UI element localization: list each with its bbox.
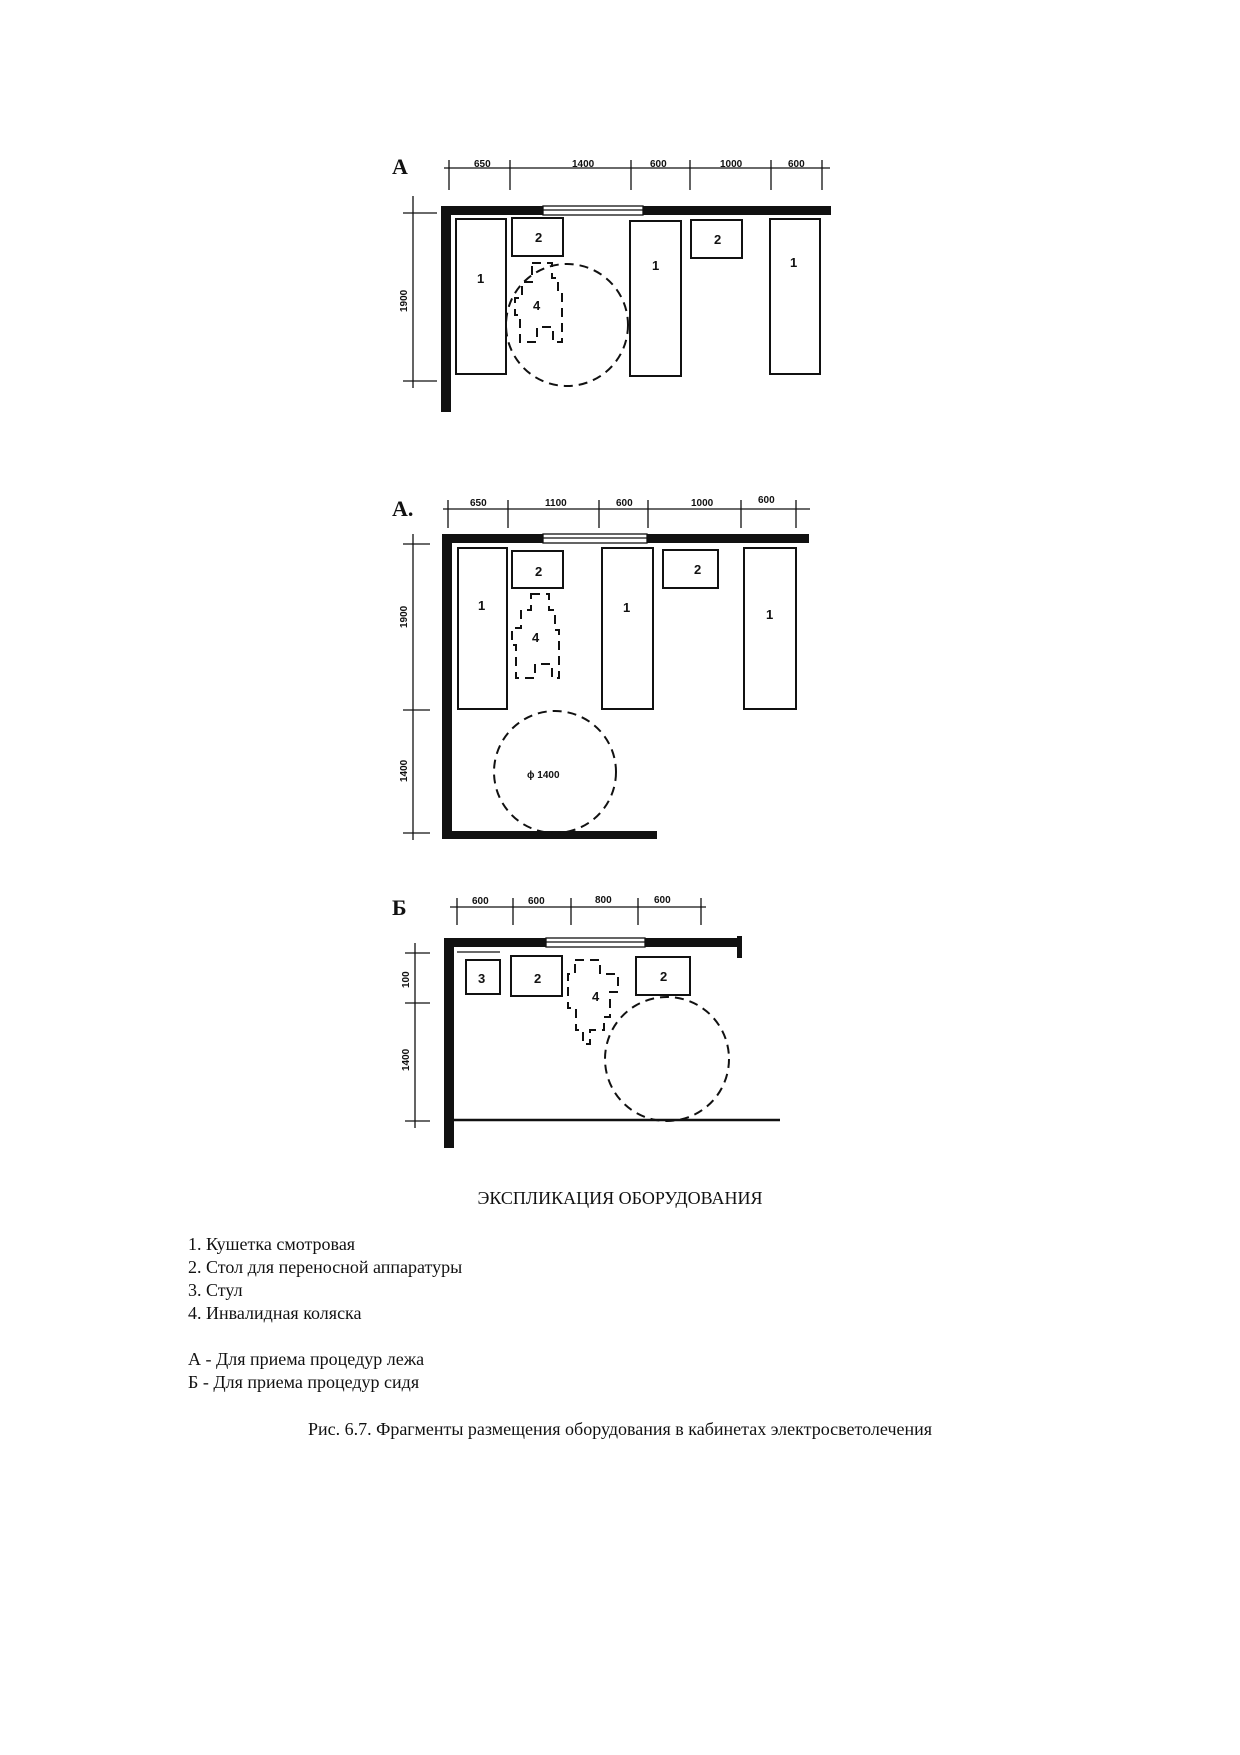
wheelchair [511,593,560,679]
examination-couch [457,547,508,710]
dim-label: 600 [528,896,545,907]
plan-b-side-dimensions: 100 1400 [401,943,430,1128]
equipment-number: 2 [535,564,542,579]
portable-equipment-table [635,956,691,996]
plan-b-letter: Б [392,895,407,920]
equipment-number: 2 [714,232,721,247]
legend-mode: Б - Для приема процедур сидя [188,1372,420,1392]
equipment-number: 2 [694,562,701,577]
equipment-number: 1 [790,255,797,270]
dim-label: 1400 [401,1048,412,1071]
wheelchair-turning-circle [505,263,629,387]
dim-label: 1000 [691,498,714,509]
dim-label: 600 [758,495,775,506]
legend-item: 3. Стул [188,1280,243,1300]
legend-item: 1. Кушетка смотровая [188,1234,356,1254]
wall [442,534,452,839]
legend-item: 4. Инвалидная коляска [188,1303,362,1323]
equipment-number: 1 [652,258,659,273]
wall [441,206,451,412]
equipment-number: 4 [533,298,541,313]
equipment-number: 1 [477,271,484,286]
equipment-number: 2 [534,971,541,986]
dim-label: 1100 [545,498,567,509]
wheelchair-turning-circle [493,710,617,834]
wall [444,938,454,1148]
dim-label: 650 [474,159,491,170]
equipment-number: 4 [592,989,600,1004]
equipment-number: 1 [478,598,485,613]
portable-equipment-table [510,955,563,997]
figure-caption: Рис. 6.7. Фрагменты размещения оборудова… [307,1419,933,1439]
plan-b-top-dimensions: 600 600 800 600 [450,895,706,925]
dim-label: 800 [595,895,612,906]
legend-item: 2. Стол для переносной аппаратуры [188,1257,463,1277]
equipment-number: 1 [623,600,630,615]
equipment-number: 2 [660,969,667,984]
examination-couch [455,218,507,375]
equipment-number: 2 [535,230,542,245]
dim-label: 650 [470,498,487,509]
dim-label: 1000 [720,159,743,170]
wheelchair [567,959,619,1045]
plan-b-sitting: Б 600 600 800 600 100 1400 [392,895,780,1148]
plan-a-lying: А 650 1400 600 1000 600 1900 [392,154,831,412]
dim-label: 600 [650,159,667,170]
turning-circle-label: ϕ 1400 [527,770,560,781]
equipment-number: 3 [478,971,485,986]
plan-a-top-dimensions: 650 1400 600 1000 600 [444,159,830,190]
examination-couch [601,547,654,710]
plan-a-side-dimensions: 1900 [399,196,437,388]
examination-couch [629,220,682,377]
floor-plans-figure: А 650 1400 600 1000 600 1900 [392,154,831,1148]
legend-modes: А - Для приема процедур лежа Б - Для при… [188,1348,424,1394]
wheelchair-turning-circle [604,996,730,1122]
legend-mode: А - Для приема процедур лежа [188,1349,425,1369]
portable-equipment-table [511,550,564,589]
plan-a-lying-variant: А. 650 1100 600 1000 600 1900 1400 [392,495,810,840]
plan-a2-side-dimensions: 1900 1400 [399,534,430,840]
equipment-number: 1 [766,607,773,622]
plan-a2-top-dimensions: 650 1100 600 1000 600 [443,495,810,528]
dim-label: 1900 [399,605,410,628]
dim-label: 1400 [572,159,595,170]
dim-label: 600 [616,498,633,509]
examination-couch [769,218,821,375]
dim-label: 600 [472,896,489,907]
portable-equipment-table [511,217,564,257]
dim-label: 1400 [399,759,410,782]
dim-label: 600 [788,159,805,170]
portable-equipment-table [662,549,719,589]
wall [737,936,742,958]
plan-a-letter: А [392,154,408,179]
wall [442,831,657,839]
equipment-number: 4 [532,630,540,645]
legend-items: 1. Кушетка смотровая 2. Стол для перенос… [188,1233,462,1325]
dim-label: 1900 [399,289,410,312]
dim-label: 600 [654,895,671,906]
portable-equipment-table [690,219,743,259]
chair [465,959,501,995]
plan-a2-letter: А. [392,496,413,521]
examination-couch [743,547,797,710]
dim-label: 100 [401,971,412,988]
legend-title: ЭКСПЛИКАЦИЯ ОБОРУДОВАНИЯ [477,1188,763,1208]
